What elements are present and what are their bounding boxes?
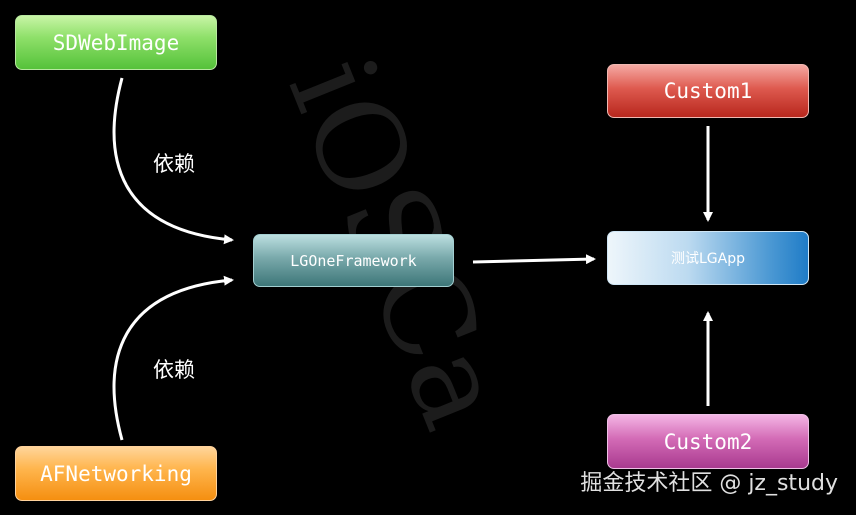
edge-lgoneframework-to-test-app <box>472 254 596 265</box>
edge-afnetworking-to-lgoneframework <box>112 275 234 441</box>
node-custom2: Custom2 <box>607 414 809 469</box>
footer-credit: 掘金技术社区 @ jz_study <box>580 471 838 496</box>
edge-sdwebimage-to-lgoneframework <box>112 77 234 245</box>
node-custom1: Custom1 <box>607 64 809 118</box>
node-test-lgapp: 测试LGApp <box>607 231 809 285</box>
label-top-dependency: 依赖 <box>153 152 195 176</box>
node-lgoneframework: LGOneFramework <box>253 234 454 287</box>
node-afnetworking: AFNetworking <box>15 446 217 501</box>
node-sdwebimage: SDWebImage <box>15 15 217 70</box>
label-bottom-dependency: 依赖 <box>153 358 195 382</box>
